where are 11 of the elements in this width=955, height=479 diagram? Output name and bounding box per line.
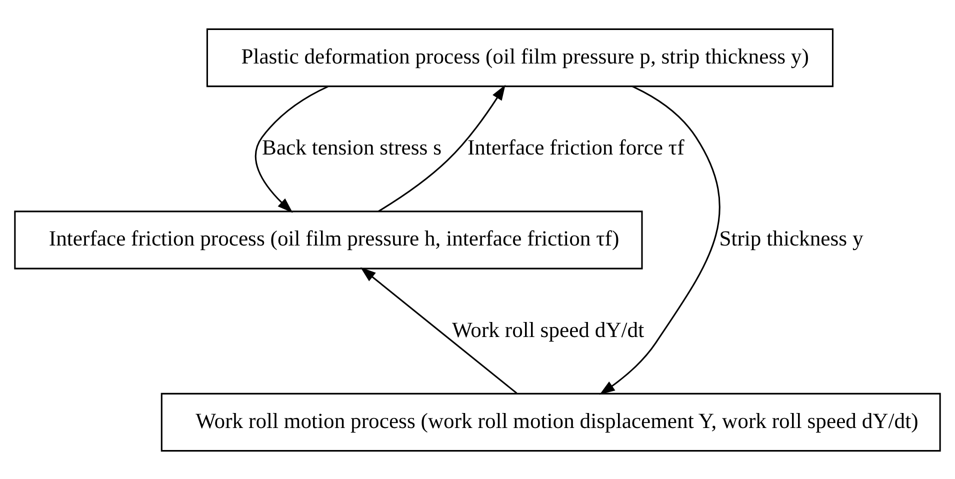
node-box: Work roll motion process (work roll motion displacement Y, work roll speed dY/dt) <box>160 392 941 452</box>
arrow <box>254 85 328 212</box>
arrow <box>378 84 506 212</box>
edge-label: Back tension stress s <box>262 135 442 160</box>
edge-label: Work roll speed dY/dt <box>452 317 644 342</box>
node-box: Interface friction process (oil film pressure h, interface friction τf) <box>14 210 643 269</box>
arrow <box>360 266 518 394</box>
edge-label: Strip thickness y <box>719 226 864 250</box>
arrow <box>599 85 720 394</box>
edge-label: Interface friction force τf <box>467 135 684 160</box>
node-box: Plastic deformation process (oil film pressure p, strip thickness y) <box>206 28 834 87</box>
